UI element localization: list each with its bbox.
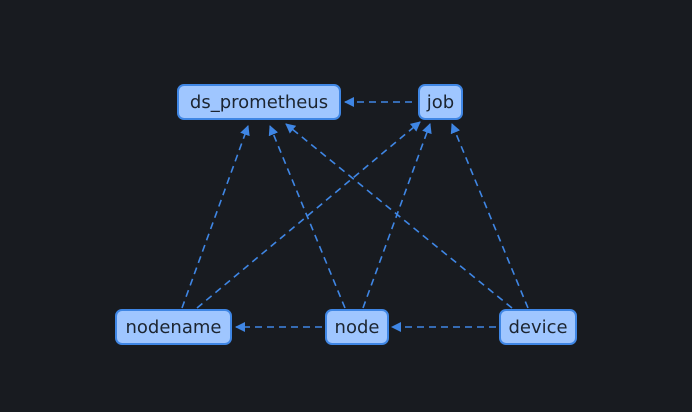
node-job[interactable]: job [418, 84, 463, 120]
edge-nodename-to-job [196, 121, 421, 309]
node-node[interactable]: node [325, 309, 389, 345]
edge-nodename-to-ds-prometheus [181, 125, 250, 309]
edge-device-to-job [450, 123, 529, 309]
node-device[interactable]: device [499, 309, 577, 345]
node-nodename[interactable]: nodename [115, 309, 232, 345]
edge-device-to-ds-prometheus [285, 123, 513, 309]
node-ds-prometheus[interactable]: ds_prometheus [177, 84, 341, 120]
edge-node-to-job [362, 123, 432, 309]
edge-node-to-ds-prometheus [268, 125, 346, 309]
